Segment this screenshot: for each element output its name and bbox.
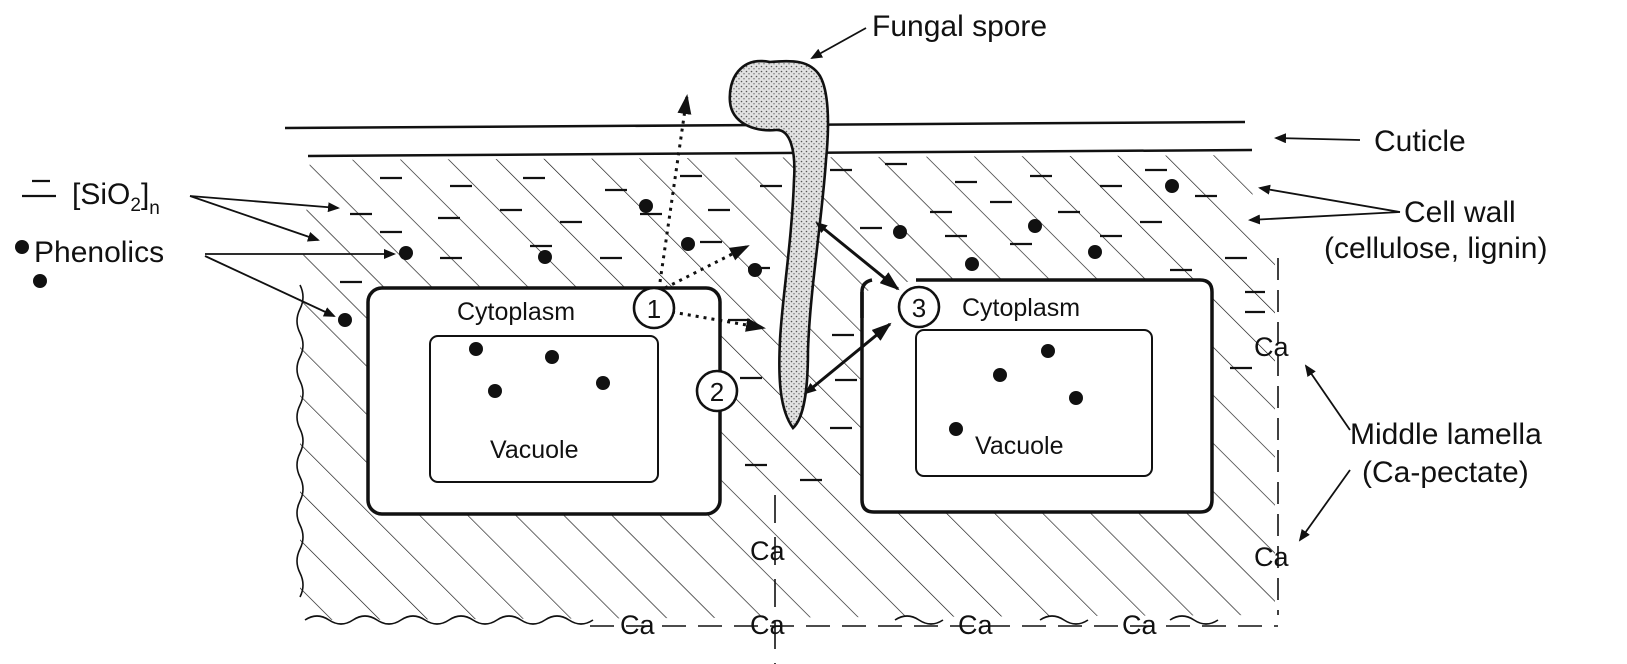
marker-1: 1 bbox=[634, 288, 674, 328]
ca-label-bottom-4: Ca bbox=[1122, 610, 1157, 640]
ca-label-bottom-2: Ca bbox=[750, 610, 785, 640]
cytoplasm-label-left: Cytoplasm bbox=[457, 298, 575, 326]
phenolics-label: Phenolics bbox=[34, 236, 164, 269]
svg-text:1: 1 bbox=[647, 294, 661, 324]
silica-label: [SiO2]n bbox=[72, 178, 160, 219]
cell-wall-label-line1: Cell wall bbox=[1404, 196, 1516, 229]
cell-wall-label-line2: (cellulose, lignin) bbox=[1324, 232, 1547, 265]
middle-lamella-label-line1: Middle lamella bbox=[1350, 418, 1542, 451]
cytoplasm-label-right: Cytoplasm bbox=[962, 294, 1080, 322]
ca-label-right-bottom: Ca bbox=[1254, 542, 1289, 572]
ca-label-bottom-3: Ca bbox=[958, 610, 993, 640]
cell-wall-callout: Cell wall (cellulose, lignin) bbox=[1250, 188, 1547, 265]
cuticle-callout: Cuticle bbox=[1276, 125, 1466, 158]
marker-3: 3 bbox=[899, 287, 939, 327]
cuticle-label: Cuticle bbox=[1374, 125, 1466, 158]
middle-lamella-label-line2: (Ca-pectate) bbox=[1362, 456, 1529, 489]
fungal-spore-callout: Fungal spore bbox=[812, 10, 1047, 58]
middle-lamella-callout: Middle lamella (Ca-pectate) bbox=[1300, 366, 1542, 540]
ca-label-mid: Ca bbox=[750, 536, 785, 566]
vacuole-label-left: Vacuole bbox=[490, 436, 579, 464]
ca-label-right-top: Ca bbox=[1254, 332, 1289, 362]
vacuole-label-right: Vacuole bbox=[975, 432, 1064, 460]
fungal-spore-label: Fungal spore bbox=[872, 10, 1047, 43]
silica-legend: [SiO2]n bbox=[22, 178, 338, 240]
svg-text:2: 2 bbox=[710, 377, 724, 407]
ca-label-bottom-1: Ca bbox=[620, 610, 655, 640]
marker-2: 2 bbox=[697, 371, 737, 411]
svg-text:3: 3 bbox=[912, 293, 926, 323]
